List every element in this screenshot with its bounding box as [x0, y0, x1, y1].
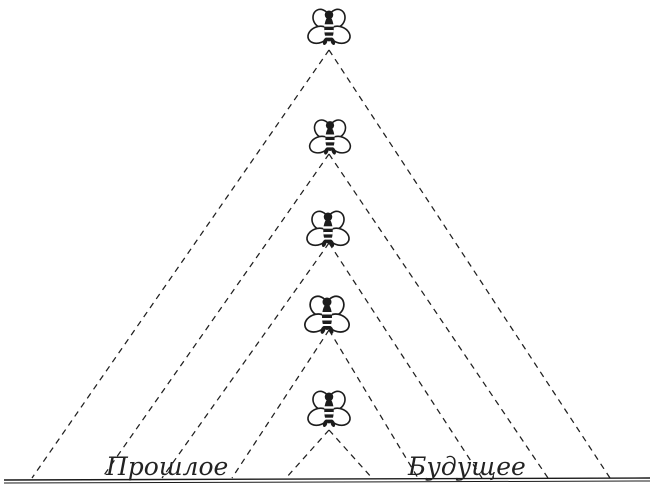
bee-icon-top	[305, 6, 352, 46]
dashed-guide-past-3	[162, 243, 329, 478]
timeline-baseline	[4, 478, 650, 480]
dashed-guide-past-2	[102, 154, 329, 478]
dashed-guide-past-5	[286, 430, 329, 478]
dashed-guide-future-3	[329, 243, 482, 478]
bee-icon-2	[307, 117, 353, 156]
bee-icon-bottom	[305, 388, 352, 428]
future-label: Будущее	[407, 452, 526, 481]
dashed-guide-future-5	[329, 430, 372, 478]
bee-icon-3	[304, 208, 351, 248]
timeline-baseline-lower	[4, 481, 650, 483]
bee-icon-4	[302, 293, 352, 335]
dashed-guide-future-outer	[329, 50, 610, 478]
past-label: Прошлое	[105, 452, 228, 481]
dashed-guide-future-2	[329, 154, 548, 478]
dashed-guide-past-outer	[32, 50, 329, 478]
